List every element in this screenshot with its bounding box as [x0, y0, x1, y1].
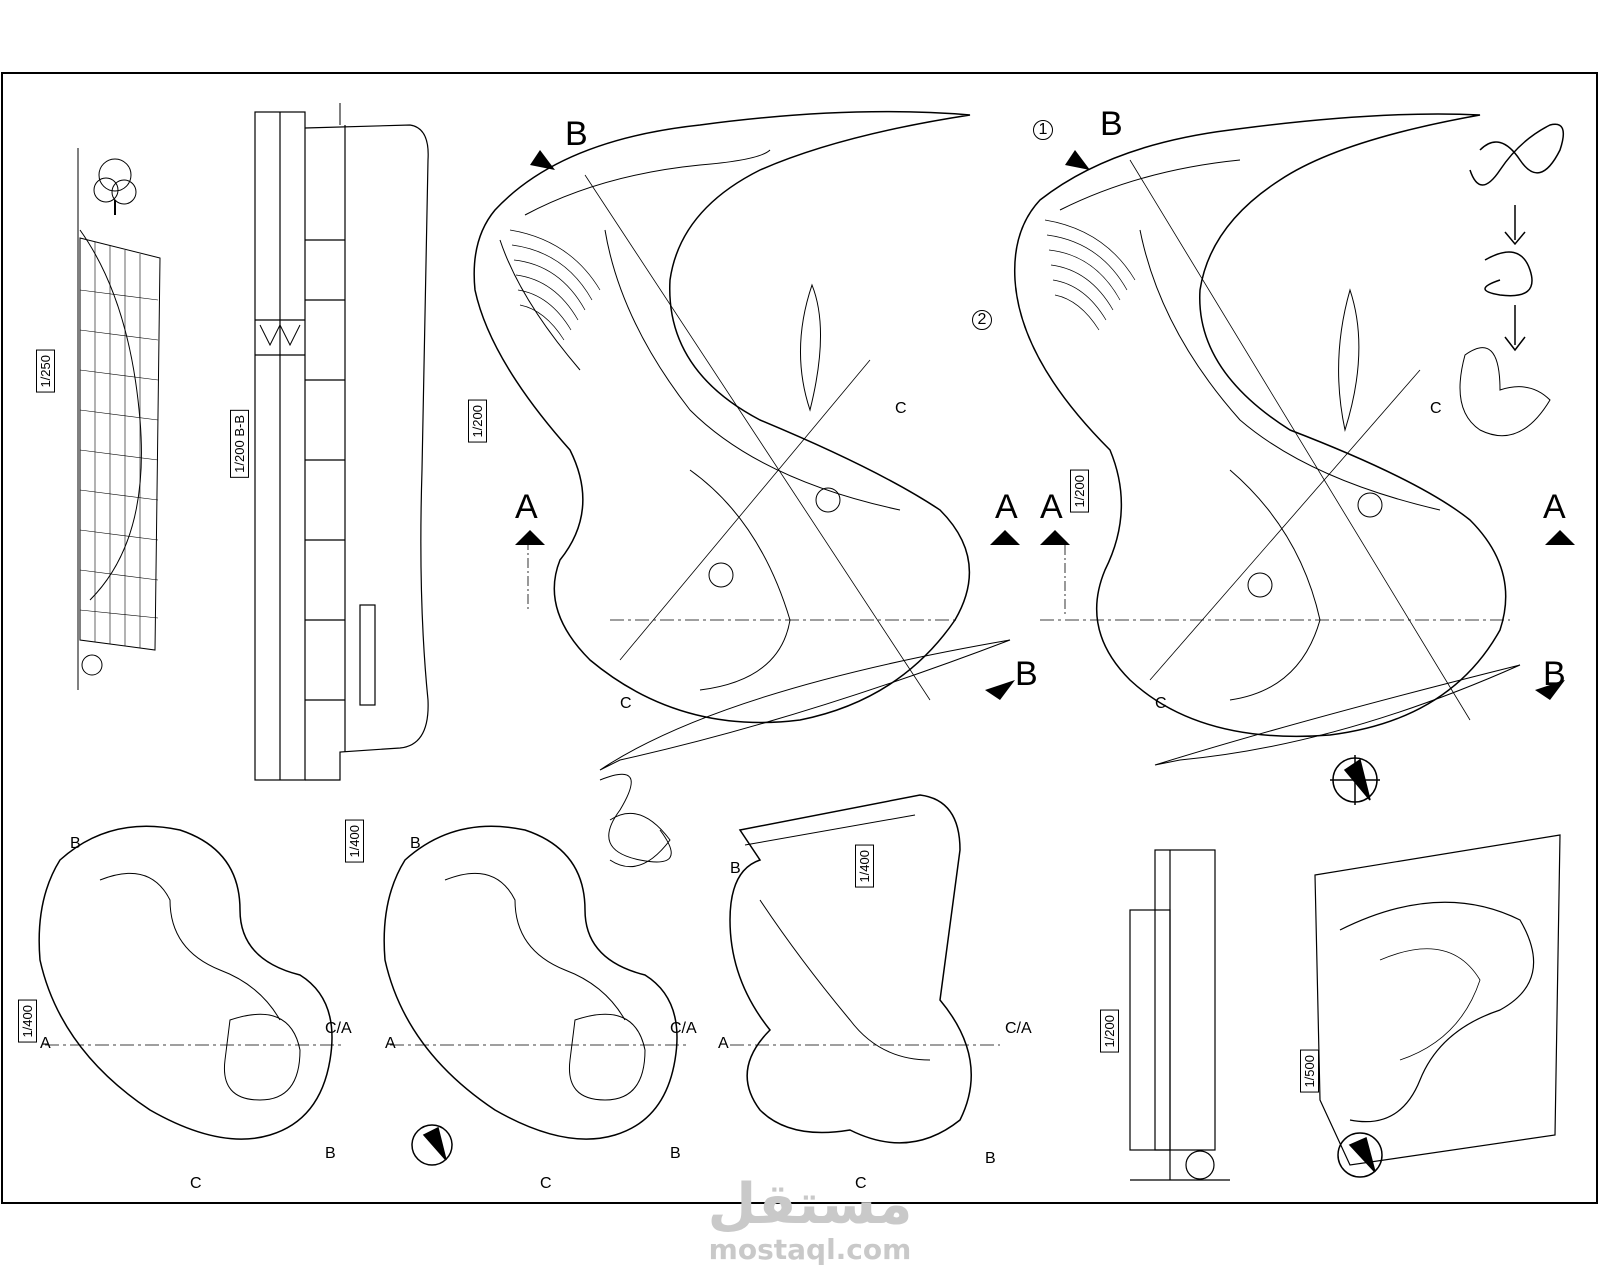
plan-b-scale-label: 1/200 [1070, 470, 1089, 513]
mostaql-watermark: مستقل mostaql.com [690, 1175, 930, 1265]
section-marker-b: B [1015, 655, 1038, 693]
basement-a-scale-label: 1/400 [18, 1000, 37, 1043]
site-plan [1314, 834, 1561, 1166]
concept-sketch [1459, 123, 1565, 437]
basement-plan-b [383, 825, 690, 1140]
section-marker-a: A [40, 1035, 51, 1052]
section-marker-a: A [1543, 488, 1566, 526]
ground-floor-plan-b [1013, 113, 1521, 766]
section-marker-b: B [670, 1145, 681, 1162]
view-marker-1: 1 [1033, 120, 1053, 140]
north-arrow-icon [1330, 755, 1380, 805]
section-bb-scale-label: 1/200 B-B [230, 410, 249, 478]
auditorium-seating-b [1044, 219, 1136, 331]
watermark-url: mostaql.com [708, 1233, 912, 1266]
section-marker-a: A [1040, 488, 1063, 526]
section-marker-b: B [985, 1150, 996, 1167]
section-marker-b: B [70, 835, 81, 852]
section-marker-c: C [855, 1175, 867, 1192]
section-marker-c: C [620, 695, 632, 712]
section-marker-b: B [730, 860, 741, 877]
section-marker-a: A [995, 488, 1018, 526]
small-section-scale-label: 1/200 [1100, 1010, 1119, 1053]
site-plan-scale-label: 1/500 [1300, 1050, 1319, 1093]
concept-sketch-center [599, 773, 672, 868]
basement-b-scale-label: 1/400 [345, 820, 364, 863]
section-marker-a: A [718, 1035, 729, 1052]
auditorium-seating-a [509, 229, 601, 341]
section-marker-b: B [325, 1145, 336, 1162]
section-marker-a: A [515, 488, 538, 526]
north-arrow-icon [411, 1124, 453, 1166]
watermark-logo: مستقل [707, 1172, 913, 1237]
section-marker-ca: C/A [1005, 1020, 1032, 1037]
sheet-border [1, 72, 1598, 1204]
section-marker-b: B [565, 115, 588, 153]
section-marker-a: A [385, 1035, 396, 1052]
section-marker-b: B [1100, 105, 1123, 143]
elevation-drawing [77, 148, 161, 690]
section-marker-c: C [1430, 400, 1442, 417]
section-marker-b: B [410, 835, 421, 852]
section-marker-ca: C/A [325, 1020, 352, 1037]
upper-floor-plan [729, 794, 1000, 1144]
section-marker-b: B [1543, 655, 1566, 693]
section-marker-c: C [190, 1175, 202, 1192]
tree-icon [81, 158, 137, 676]
section-arrow-icon [515, 150, 1575, 700]
section-bb-drawing [254, 103, 429, 781]
section-marker-c: C [1155, 695, 1167, 712]
plan-a-scale-label: 1/200 [468, 400, 487, 443]
upper-plan-scale-label: 1/400 [855, 845, 874, 888]
section-marker-ca: C/A [670, 1020, 697, 1037]
north-arrow-icon [1337, 1132, 1383, 1178]
small-section-drawing [1129, 849, 1230, 1181]
ground-floor-plan-a [473, 110, 1011, 771]
view-marker-2: 2 [972, 310, 992, 330]
section-marker-c: C [895, 400, 907, 417]
elevation-scale-label: 1/250 [36, 350, 55, 393]
basement-plan-a [38, 825, 345, 1140]
section-marker-c: C [540, 1175, 552, 1192]
